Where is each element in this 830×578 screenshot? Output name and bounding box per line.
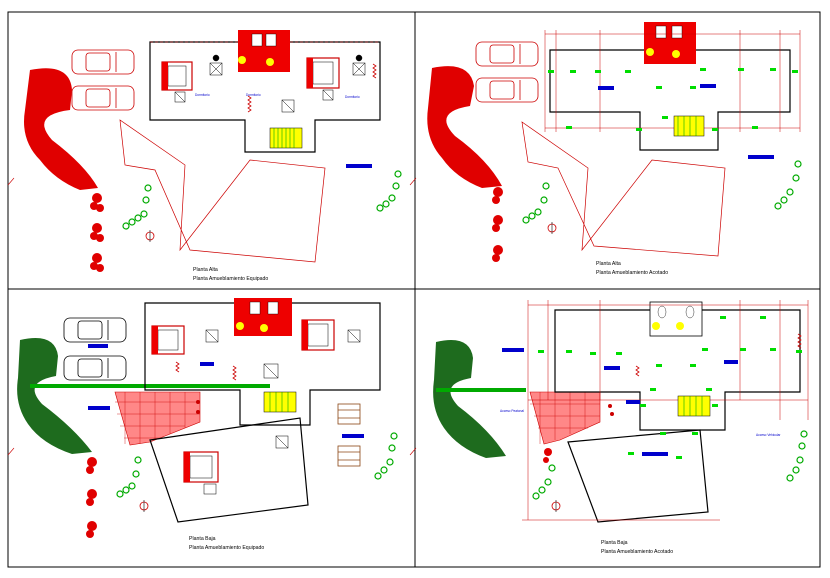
registration-mark [7,447,15,456]
room-label: Dormitorio [195,93,210,97]
parked-car-icon [475,41,539,67]
tree-cluster-icon [492,187,503,262]
dimension-tag [604,366,620,370]
house-plan-outline [554,309,801,431]
dimension-tag [748,155,774,159]
annex-outline [149,417,309,523]
site-boundary [521,121,726,257]
parked-car-icon [63,317,127,343]
double-bed-icon [161,61,193,91]
panel-bottom-left-ground-floor-furnished: Planta Baja Planta Amueblamiento Equipad… [17,298,398,551]
room-label: Dormitorio [345,95,360,99]
plan-caption-title: Planta Baja [601,540,628,546]
garden-edge [30,384,270,388]
bathroom-core [649,301,703,337]
bathroom-core [238,30,290,72]
shrub-cluster-icon [522,160,802,224]
staircase [677,395,711,417]
hedge-shrub [427,66,502,188]
staircase [269,127,303,149]
house-plan-outline [149,41,381,153]
north-arrow-icon [145,230,155,242]
double-bed-icon [306,57,340,89]
plan-caption-subtitle: Planta Amueblamiento Equipado [189,545,264,551]
staircase [673,115,705,137]
wardrobe-symbol [175,361,180,373]
double-bed-icon [183,451,219,483]
wardrobe-symbol [797,333,802,349]
plan-caption-subtitle: Planta Amueblamiento Acotado [596,270,668,276]
plan-caption-subtitle: Planta Amueblamiento Equipado [193,276,268,282]
hedge-shrub [24,68,98,190]
double-bed-icon [301,319,335,351]
dimension-tag [200,362,214,366]
shrub-cluster-icon [116,432,398,498]
desk-chair-icon [174,89,334,113]
dimension-ticks [538,316,802,459]
dimension-tag [502,348,524,352]
parked-car-icon [63,355,127,381]
site-boundary [119,119,326,263]
staircase [263,391,297,413]
shrub-cluster-icon [122,170,402,230]
house-plan-outline [549,49,791,151]
bathroom-core [644,22,696,64]
tree-cluster-icon [86,457,97,538]
hedge-shrub [433,340,506,458]
desk-chair-icon [203,329,361,495]
hedge-shrub [17,338,92,454]
entrance-marker [196,400,200,414]
room-label: Acceso Vehicular [756,433,781,437]
dimension-ticks [548,68,798,131]
plan-caption-subtitle: Planta Amueblamiento Acotado [601,549,673,555]
registration-mark [409,177,417,186]
entrance-marker [608,404,614,416]
north-arrow-icon [547,222,557,234]
plan-caption-title: Planta Baja [189,536,216,542]
tree-cluster-icon [543,448,552,463]
dimension-tag [626,400,640,404]
room-label: Dormitorio [246,93,261,97]
double-bed-icon [151,325,185,355]
wardrobe-symbol [247,95,252,113]
registration-mark [7,177,15,186]
annex-outline [567,429,709,523]
dimension-tag [88,406,110,410]
parked-car-icon [71,49,135,75]
dimension-tag [724,360,738,364]
north-arrow-icon [551,500,561,512]
north-arrow-icon [139,500,149,512]
dimension-tag [342,434,364,438]
dimension-lines [522,300,809,521]
plan-caption-title: Planta Alta [193,267,218,273]
desk-chair-icon [209,54,223,76]
dimension-tag [598,86,614,90]
dimension-tag [700,84,716,88]
outdoor-table-icon [337,403,361,467]
dimension-tag [346,164,372,168]
garden-edge [436,388,526,392]
wardrobe-symbol [372,63,377,79]
panel-top-left-upper-floor-furnished: Dormitorio Dormitorio Dormitorio Planta … [24,30,402,282]
plan-caption-title: Planta Alta [596,261,621,267]
dimension-tag [88,344,108,348]
shrub-cluster-icon [532,430,808,500]
house-plan-outline [144,302,381,426]
wardrobe-symbol [232,365,237,381]
dimension-tag [642,452,668,456]
panel-top-right-upper-floor-dimensioned: Planta Alta Planta Amueblamiento Acotado [427,22,802,276]
registration-mark [409,447,417,456]
parked-car-icon [475,77,539,103]
parked-car-icon [71,85,135,111]
panel-bottom-right-ground-floor-dimensioned: Acceso Peatonal Acceso Vehicular Planta … [433,300,809,555]
tree-cluster-icon [90,193,104,272]
desk-chair-icon [352,54,366,76]
paved-patio [114,391,201,446]
room-label: Acceso Peatonal [500,409,524,413]
wardrobe-symbol [635,365,640,377]
